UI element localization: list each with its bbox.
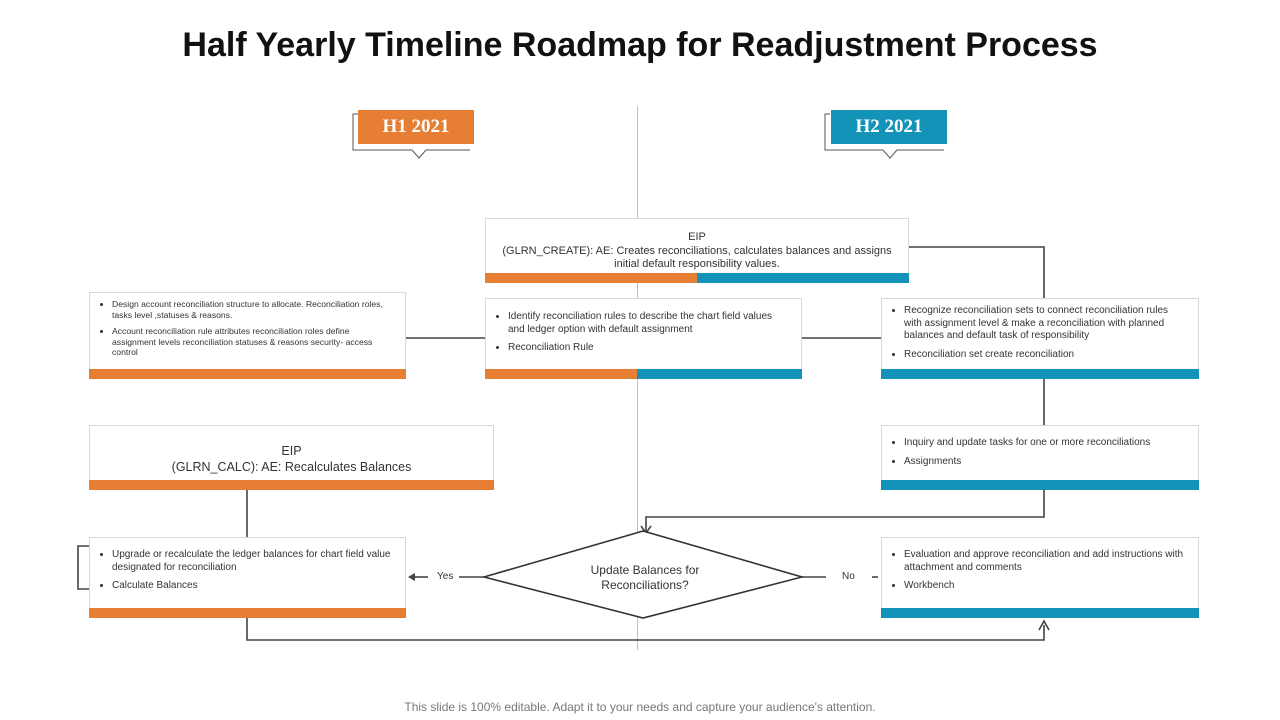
identify-box: Identify reconciliation rules to describ… (485, 298, 802, 379)
design-box: Design account reconciliation structure … (89, 292, 406, 379)
identify-bullet-2: Reconciliation Rule (508, 342, 791, 355)
page-title: Half Yearly Timeline Roadmap for Readjus… (182, 26, 1098, 64)
decision-text: Update Balances for Reconciliations? (590, 563, 700, 592)
orange-bar (89, 608, 406, 618)
connector-upgrade-loop (77, 545, 89, 590)
recognize-box: Recognize reconciliation sets to connect… (881, 298, 1199, 379)
arrowhead-evaluation (1038, 619, 1050, 631)
eip-calc-text: (GLRN_CALC): AE: Recalculates Balances (171, 460, 412, 474)
yes-label: Yes (437, 571, 454, 582)
h2-phase-label: H2 2021 (831, 110, 947, 144)
evaluation-bullet-1: Evaluation and approve reconciliation an… (904, 549, 1188, 574)
upgrade-box: Upgrade or recalculate the ledger balanc… (89, 537, 406, 618)
orange-bar (89, 369, 406, 379)
inquiry-bullet-2: Assignments (904, 456, 1188, 469)
orange-bar (89, 480, 494, 490)
evaluation-bullet-2: Workbench (904, 580, 1188, 593)
footer-note: This slide is 100% editable. Adapt it to… (404, 700, 876, 714)
eip-create-title: EIP (688, 231, 706, 243)
connector-inquiry-decision (645, 489, 1045, 531)
recognize-bullet-1: Recognize reconciliation sets to connect… (904, 305, 1188, 343)
no-label: No (842, 571, 855, 582)
connector-create-recognize (908, 246, 1045, 298)
blue-bar (881, 369, 1199, 379)
eip-calc-title: EIP (281, 444, 302, 458)
blue-bar (881, 480, 1199, 490)
eip-calc-box: EIP (GLRN_CALC): AE: Recalculates Balanc… (89, 425, 494, 490)
inquiry-box: Inquiry and update tasks for one or more… (881, 425, 1199, 490)
split-bar (485, 369, 802, 379)
arrowhead-upgrade (408, 573, 415, 581)
recognize-bullet-2: Reconciliation set create reconciliation (904, 349, 1188, 362)
upgrade-bullet-1: Upgrade or recalculate the ledger balanc… (112, 549, 395, 574)
decision-diamond (480, 530, 806, 619)
evaluation-box: Evaluation and approve reconciliation an… (881, 537, 1199, 618)
eip-create-text: (GLRN_CREATE): AE: Creates reconciliatio… (502, 244, 892, 271)
design-bullet-1: Design account reconciliation structure … (112, 299, 395, 320)
eip-create-box: EIP (GLRN_CREATE): AE: Creates reconcili… (485, 218, 909, 283)
blue-bar (881, 608, 1199, 618)
identify-bullet-1: Identify reconciliation rules to describ… (508, 311, 791, 336)
inquiry-bullet-1: Inquiry and update tasks for one or more… (904, 437, 1188, 450)
split-bar (485, 273, 909, 283)
design-bullet-2: Account reconciliation rule attributes r… (112, 326, 395, 358)
h1-callout-frame (352, 113, 470, 159)
h1-phase-label: H1 2021 (358, 110, 474, 144)
h2-callout-frame (824, 113, 944, 159)
upgrade-bullet-2: Calculate Balances (112, 580, 395, 593)
